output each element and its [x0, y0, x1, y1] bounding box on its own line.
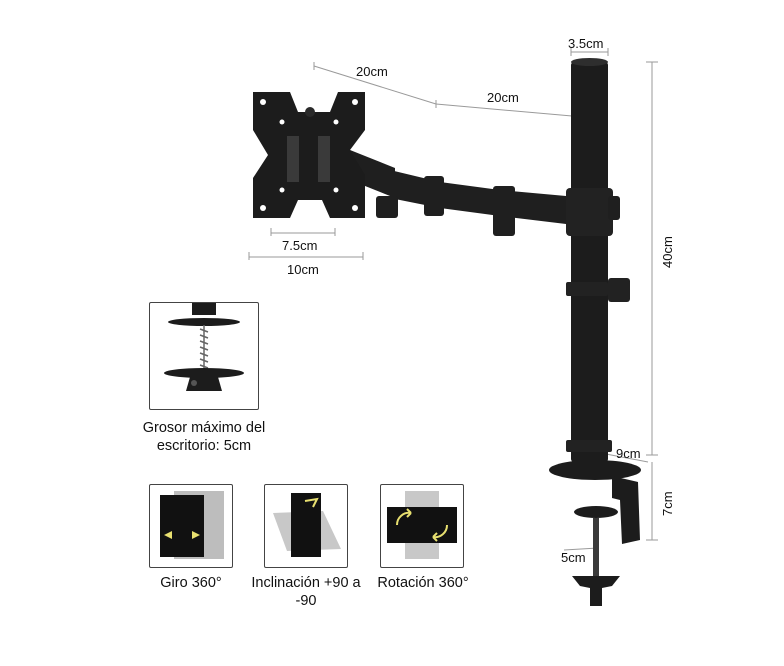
dimension-lines	[248, 48, 658, 551]
clamp-depth-label: 9cm	[616, 446, 641, 461]
rotation-box	[380, 484, 464, 568]
vesa-outer-label: 10cm	[287, 262, 319, 277]
tilt-icon	[273, 493, 341, 557]
vesa-inner-label: 7.5cm	[282, 238, 318, 253]
clamp-height-label: 7cm	[660, 491, 675, 516]
rotation-caption: Rotación 360°	[377, 575, 469, 591]
arm-segment-2-label: 20cm	[487, 90, 519, 105]
desk-thickness-box	[149, 302, 259, 410]
swivel-caption: Giro 360°	[160, 575, 222, 591]
arm	[345, 148, 620, 236]
swivel-icon	[160, 491, 224, 559]
arm-segment-1-label: 20cm	[356, 64, 388, 79]
rotation-icon	[387, 491, 457, 559]
tilt-caption: Inclinación +90 a -90	[251, 575, 361, 609]
clamp-closeup-icon	[164, 303, 244, 391]
swivel-box	[149, 484, 233, 568]
tilt-box	[264, 484, 348, 568]
desk-thickness-caption: Grosor máximo del escritorio: 5cm	[142, 420, 266, 454]
pole-height-label: 40cm	[660, 236, 675, 268]
pole-diameter-label: 3.5cm	[568, 36, 604, 51]
clamp-screw-label: 5cm	[561, 550, 586, 565]
pole	[566, 58, 630, 462]
desk-clamp	[549, 460, 641, 606]
vesa-plate	[253, 92, 365, 218]
